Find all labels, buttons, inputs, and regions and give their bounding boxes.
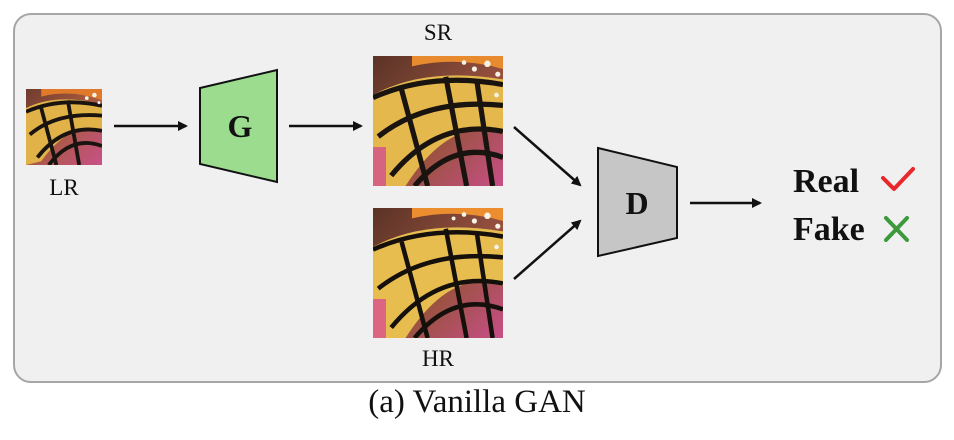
hr-label: HR (422, 346, 454, 371)
discriminator-label: D (625, 185, 648, 221)
cross-icon (884, 216, 909, 242)
generator-block (199, 68, 278, 184)
check-icon (881, 167, 915, 191)
generator-label: G (228, 108, 253, 144)
arrow-hr-to-d (513, 219, 582, 280)
arrow-sr-to-d (513, 126, 582, 187)
sr-image (373, 56, 503, 186)
figure-caption: (a) Vanilla GAN (368, 384, 586, 420)
lr-label: LR (49, 175, 79, 200)
sr-label: SR (423, 20, 453, 45)
real-label: Real (793, 163, 860, 200)
hr-image (373, 208, 503, 338)
lr-image (26, 89, 102, 165)
discriminator-block (597, 146, 678, 258)
fake-label: Fake (793, 211, 865, 248)
